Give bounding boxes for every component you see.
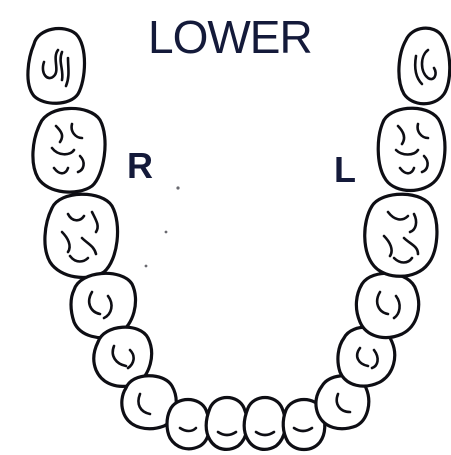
speck xyxy=(145,265,148,268)
tooth-left-third-molar[interactable] xyxy=(399,28,450,104)
tooth-right-third-molar[interactable] xyxy=(28,29,85,104)
tooth-left-second-premolar[interactable] xyxy=(356,273,418,337)
tooth-left-first-molar[interactable] xyxy=(365,194,437,276)
tooth-right-central-incisor[interactable] xyxy=(206,398,247,450)
tooth-right-first-molar[interactable] xyxy=(45,194,118,277)
speck xyxy=(165,231,168,234)
speck xyxy=(176,186,179,189)
tooth-right-second-molar[interactable] xyxy=(33,108,105,192)
tooth-right-lateral-incisor[interactable] xyxy=(167,400,209,449)
tooth-left-second-molar[interactable] xyxy=(378,108,445,190)
tooth-left-central-incisor[interactable] xyxy=(244,398,285,450)
